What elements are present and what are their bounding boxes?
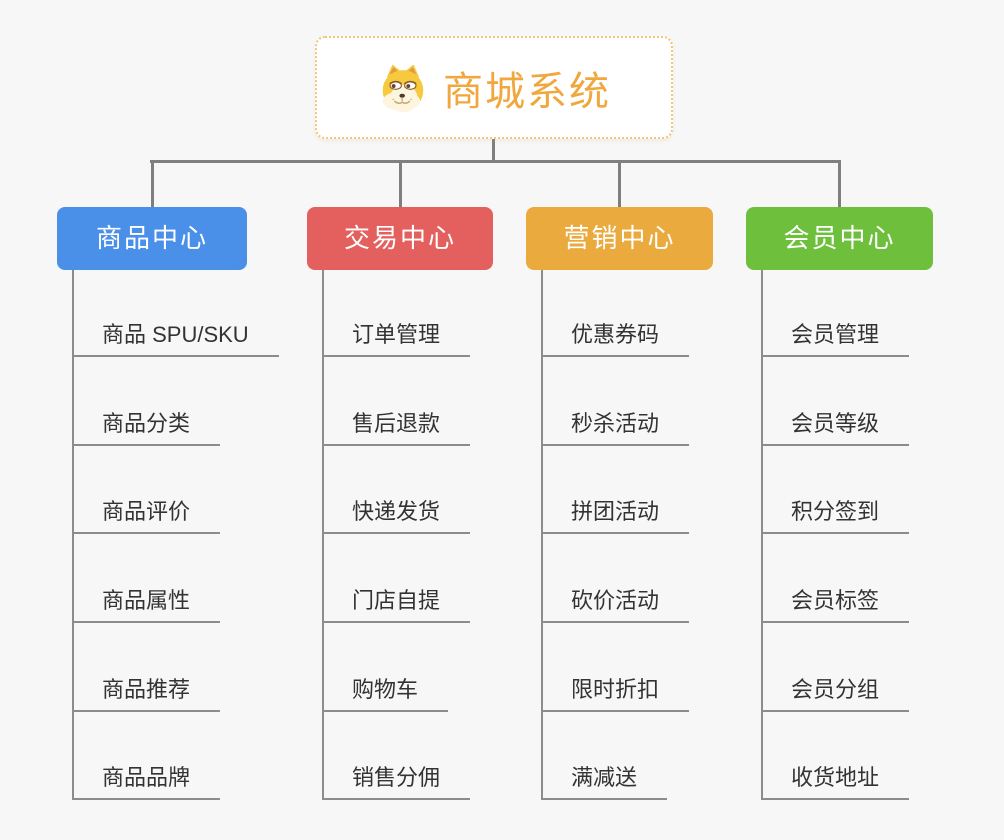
subtopic[interactable]: 订单管理 <box>322 315 471 357</box>
subtopic[interactable]: 限时折扣 <box>541 670 690 712</box>
subtopic[interactable]: 会员管理 <box>761 315 910 357</box>
subtopic[interactable]: 购物车 <box>322 670 449 712</box>
branch-goods-center[interactable]: 商品中心 <box>57 207 247 270</box>
subtopic[interactable]: 商品评价 <box>72 492 221 534</box>
doge-face-icon <box>382 63 424 112</box>
branch-spine-line <box>72 270 74 800</box>
connector-line <box>150 160 841 163</box>
branch-marketing-center[interactable]: 营销中心 <box>526 207 713 270</box>
subtopic[interactable]: 拼团活动 <box>541 492 690 534</box>
branch-trade-center[interactable]: 交易中心 <box>307 207 493 270</box>
branch-member-center[interactable]: 会员中心 <box>746 207 933 270</box>
subtopic[interactable]: 会员标签 <box>761 581 910 623</box>
subtopic[interactable]: 收货地址 <box>761 758 910 800</box>
subtopic[interactable]: 会员等级 <box>761 404 910 446</box>
subtopic[interactable]: 砍价活动 <box>541 581 690 623</box>
connector-line <box>151 160 154 207</box>
subtopic[interactable]: 秒杀活动 <box>541 404 690 446</box>
branch-spine-line <box>541 270 543 800</box>
subtopic[interactable]: 销售分佣 <box>322 758 471 800</box>
subtopic[interactable]: 会员分组 <box>761 670 910 712</box>
branch-spine-line <box>322 270 324 800</box>
subtopic[interactable]: 商品品牌 <box>72 758 221 800</box>
subtopic[interactable]: 门店自提 <box>322 581 471 623</box>
connector-line <box>399 160 402 207</box>
subtopic[interactable]: 积分签到 <box>761 492 910 534</box>
subtopic[interactable]: 商品 SPU/SKU <box>72 315 279 357</box>
connector-line <box>838 160 841 207</box>
subtopic[interactable]: 商品推荐 <box>72 670 221 712</box>
root-topic[interactable]: 商城系统 <box>315 36 673 139</box>
subtopic[interactable]: 商品属性 <box>72 581 221 623</box>
connector-line <box>492 139 495 162</box>
connector-line <box>618 160 621 207</box>
subtopic[interactable]: 快递发货 <box>322 492 471 534</box>
branch-spine-line <box>761 270 763 800</box>
subtopic[interactable]: 满减送 <box>541 758 668 800</box>
root-topic-title: 商城系统 <box>443 69 611 114</box>
subtopic[interactable]: 优惠券码 <box>541 315 690 357</box>
subtopic[interactable]: 售后退款 <box>322 404 471 446</box>
subtopic[interactable]: 商品分类 <box>72 404 221 446</box>
